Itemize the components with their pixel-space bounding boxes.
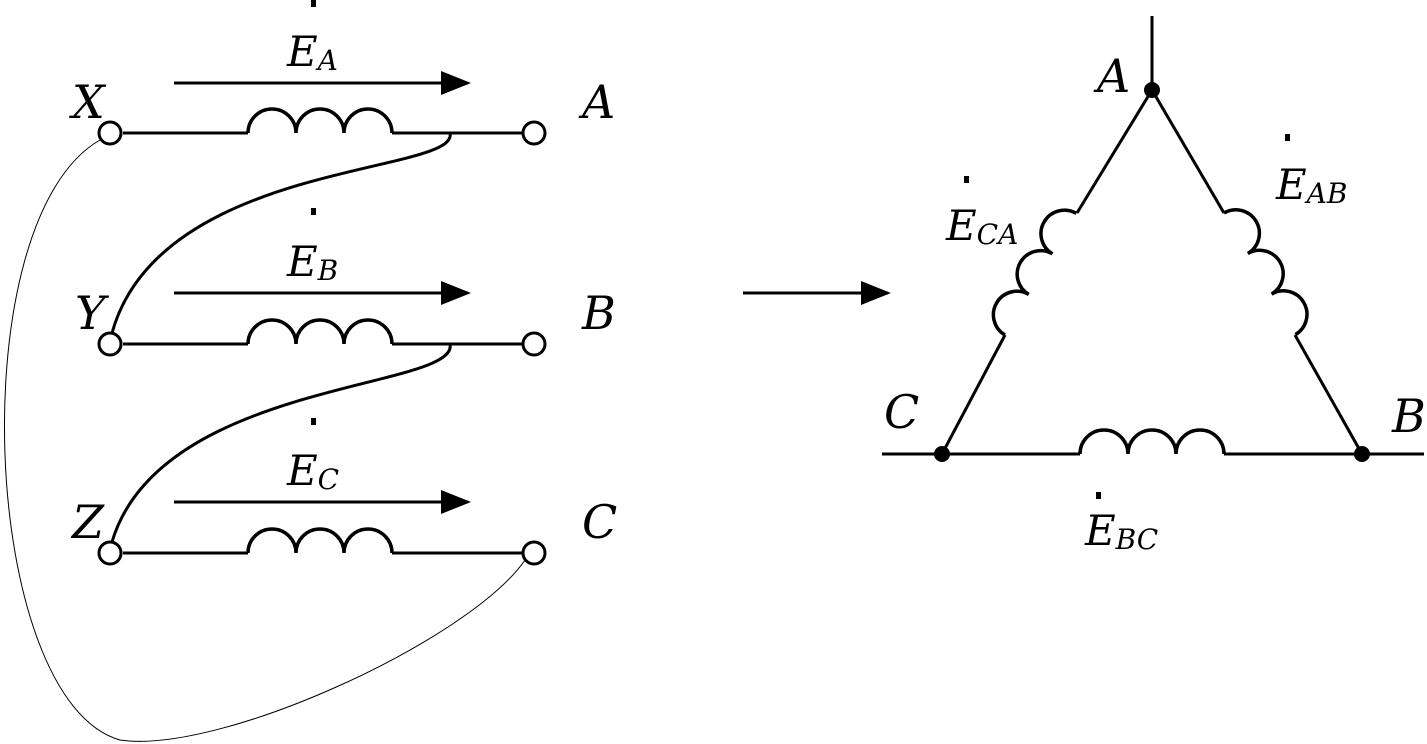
terminal-y-label: Y	[75, 286, 110, 340]
node-c-label: C	[884, 385, 919, 439]
terminal-z-label: Z	[70, 495, 105, 549]
side-ab-upper	[1150, 89, 1226, 214]
coil-ab	[1223, 208, 1309, 337]
side-ca-lower	[940, 334, 1007, 455]
terminal-b	[521, 331, 547, 357]
emf-ab-dot	[1285, 134, 1290, 141]
emf-b-label: EB	[286, 237, 338, 287]
winding-b: EB	[123, 208, 523, 346]
coil-bc	[1078, 428, 1226, 455]
terminal-c	[521, 540, 547, 566]
emf-b-dot	[311, 208, 316, 215]
emf-a-label: EA	[286, 27, 338, 77]
link-b-to-z	[110, 343, 452, 543]
terminal-x	[97, 120, 123, 146]
winding-c: EC	[123, 418, 523, 555]
node-a	[1144, 82, 1160, 98]
link-c-to-x	[4, 139, 526, 742]
link-a-to-y	[110, 132, 452, 334]
terminal-z	[97, 540, 123, 566]
terminal-y	[97, 331, 123, 357]
node-b	[1354, 446, 1370, 462]
terminal-a-label: A	[578, 75, 615, 129]
emf-c-dot	[311, 418, 316, 425]
emf-ab-label: EAB	[1275, 160, 1347, 210]
terminal-a	[521, 120, 547, 146]
emf-bc-dot	[1096, 492, 1101, 499]
side-ab-lower	[1293, 334, 1364, 455]
node-b-label: B	[1391, 389, 1426, 443]
delta-connection: A B C EAB ECA EBC	[882, 16, 1426, 556]
coil-ca	[991, 208, 1078, 337]
side-ca-upper	[1075, 89, 1154, 214]
emf-ca-label: ECA	[945, 201, 1018, 251]
coil-a	[246, 107, 394, 134]
emf-c-label: EC	[286, 446, 339, 496]
emf-ca-dot	[964, 176, 969, 183]
terminal-b-label: B	[581, 286, 616, 340]
coil-c	[246, 527, 394, 554]
terminal-x-label: X	[69, 75, 107, 129]
phase-windings: EA EB EC X	[4, 0, 617, 742]
emf-bc-label: EBC	[1084, 506, 1158, 556]
coil-b	[246, 318, 394, 345]
emf-a-dot	[311, 0, 316, 7]
node-a-label: A	[1093, 49, 1130, 103]
winding-a: EA	[123, 0, 523, 135]
terminal-c-label: C	[582, 495, 617, 549]
node-c	[934, 446, 950, 462]
